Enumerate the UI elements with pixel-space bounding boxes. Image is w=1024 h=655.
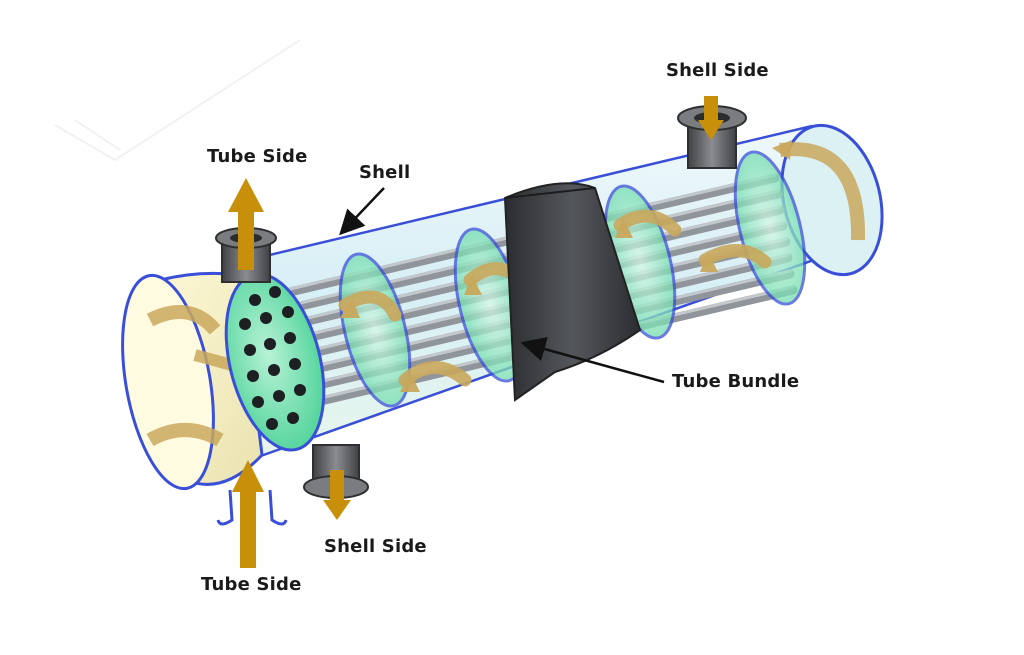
background-lines xyxy=(54,39,301,162)
tube-side-inlet-arrow xyxy=(232,460,264,568)
tube-side-outlet-arrow xyxy=(228,178,264,270)
label-shell-side-top: Shell Side xyxy=(666,60,769,81)
tube-bundle-pointer xyxy=(520,336,665,384)
shell-side-inlet-arrow xyxy=(698,96,724,140)
nozzle-tube-bottom xyxy=(216,489,288,526)
label-shell: Shell xyxy=(359,162,411,183)
label-tube-bundle: Tube Bundle xyxy=(672,371,800,392)
label-tube-side-top: Tube Side xyxy=(207,146,308,167)
label-shell-side-bottom: Shell Side xyxy=(324,536,427,557)
label-tube-side-bottom: Tube Side xyxy=(201,574,302,595)
shell-pointer xyxy=(339,187,385,236)
shell-side-outlet-arrow xyxy=(323,470,351,520)
tube-sheet xyxy=(224,272,326,452)
